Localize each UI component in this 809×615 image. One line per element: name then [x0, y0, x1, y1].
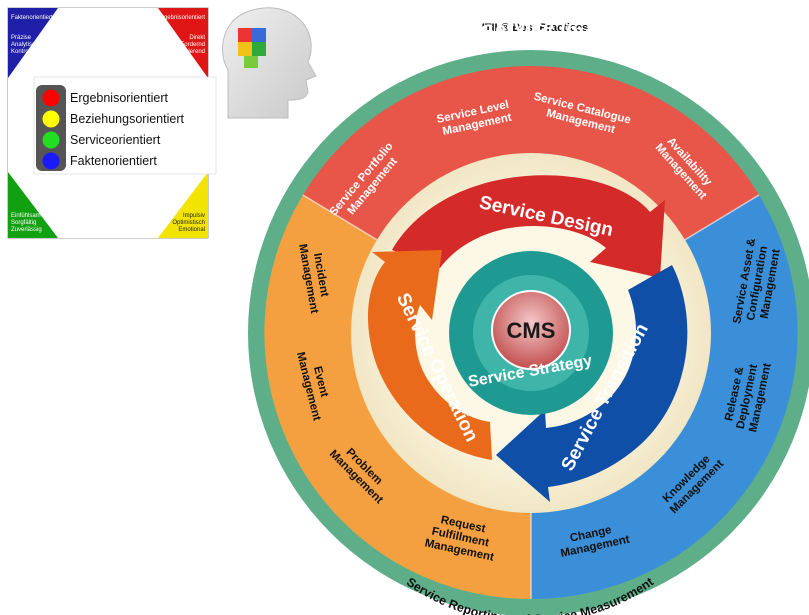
corner-line: Impulsiv — [183, 213, 205, 219]
corner-line: Präzise — [11, 35, 32, 41]
corner-line: Konkurrierend — [167, 49, 205, 55]
corner-line: Zuverlässig — [11, 227, 42, 233]
legend-label: Serviceorientiert — [70, 133, 161, 147]
corner-line: Sorgfältig — [11, 220, 36, 226]
itil-diagram: ITIL® Best Practices CMS Service Strateg… — [248, 16, 809, 615]
corner-title-ergebnisorientiert: Ergebnisorientiert — [158, 15, 205, 21]
legend: Ergebnisorientiert Beziehungsorientiert … — [33, 76, 217, 175]
cms-label: CMS — [507, 318, 556, 343]
personality-panel: Faktenorientiert Präzise Analytisch Kont… — [7, 7, 217, 239]
legend-dot-blue — [42, 152, 60, 170]
legend-label: Ergebnisorientiert — [70, 91, 168, 105]
legend-dot-green — [42, 131, 60, 149]
corner-line: Direkt — [189, 35, 205, 41]
itil-title: ITIL® Best Practices — [482, 22, 589, 34]
cms-center — [491, 290, 571, 370]
corner-line: Kontrolliert — [11, 49, 40, 55]
legend-label: Faktenorientiert — [70, 154, 157, 168]
legend-label: Beziehungsorientiert — [70, 112, 184, 126]
operation-arrow — [367, 250, 492, 460]
corner-title-faktenorientiert: Faktenorientiert — [11, 15, 53, 21]
legend-dot-yellow — [42, 110, 60, 128]
corner-line: Optimistisch — [172, 220, 205, 226]
design-arrow — [392, 175, 665, 278]
traffic-light-icon — [36, 85, 66, 171]
corner-line: Einfühlsam — [11, 213, 41, 219]
corner-line: Analytisch — [11, 42, 38, 48]
legend-dot-red — [42, 89, 60, 107]
corner-line: Fordernd — [181, 42, 205, 48]
transition-arrow — [496, 265, 688, 502]
corner-line: Emotional — [178, 227, 205, 233]
head-puzzle-icon — [222, 7, 317, 119]
